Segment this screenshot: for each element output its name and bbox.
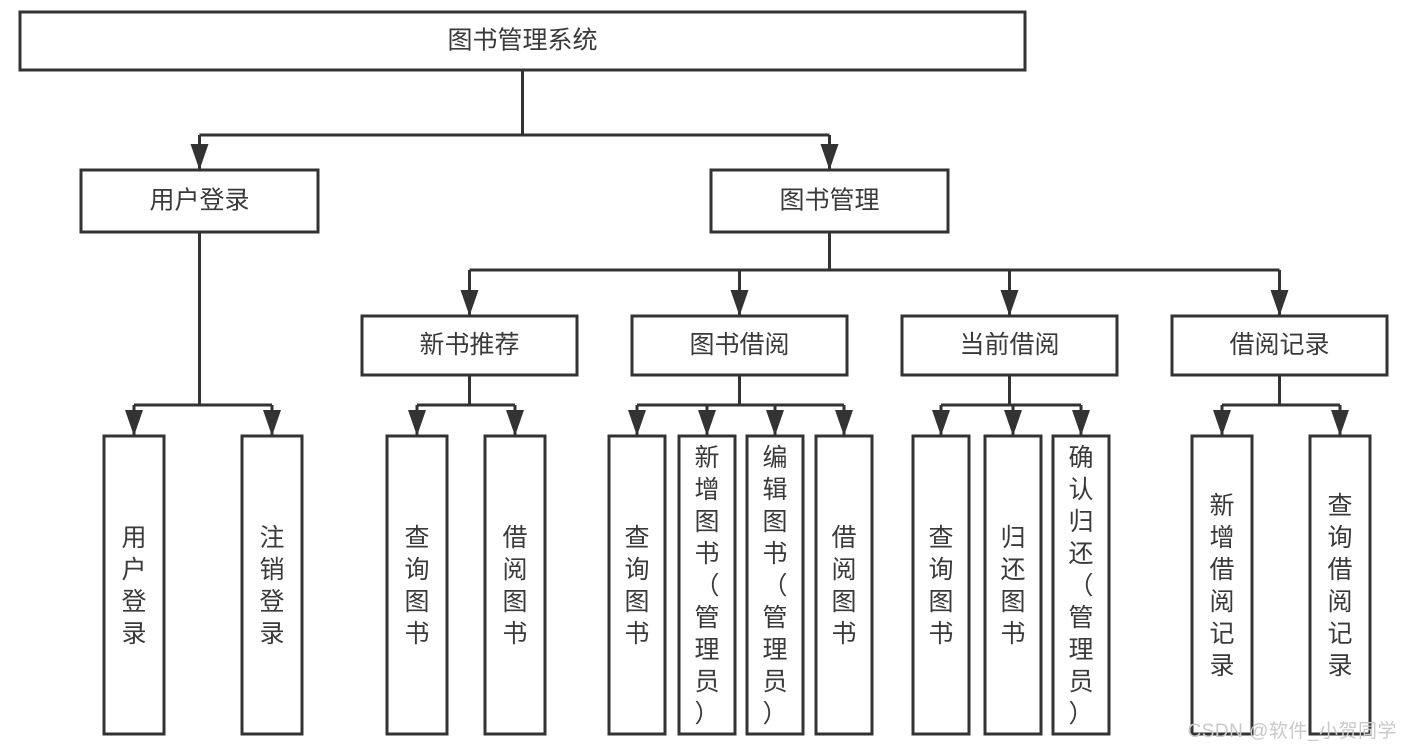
node-leaf-cur-return-book[interactable]: 归还图书 — [983, 434, 1043, 736]
node-leaf-rec-query-book[interactable]: 查询图书 — [385, 434, 449, 736]
node-root[interactable]: 图书管理系统 — [18, 10, 1027, 72]
arrow-head-icon — [506, 410, 524, 436]
connector-group-borrow-record — [1213, 375, 1349, 436]
node-label: 新增图书（管理员） — [694, 444, 719, 728]
arrow-head-icon — [408, 410, 426, 436]
node-box — [677, 434, 737, 736]
node-leaf-rec-query-record[interactable]: 查询借阅记录 — [1308, 434, 1372, 736]
node-label: 查询图书 — [404, 524, 429, 648]
node-label: 图书管理系统 — [447, 27, 597, 55]
node-label: 用户登录 — [121, 524, 146, 648]
nodes-layer: 图书管理系统用户登录图书管理新书推荐图书借阅当前借阅借阅记录用户登录注销登录查询… — [18, 10, 1389, 736]
arrow-head-icon — [460, 290, 479, 316]
node-borrow-record[interactable]: 借阅记录 — [1170, 314, 1389, 377]
node-book-manage[interactable]: 图书管理 — [709, 168, 950, 234]
node-current-borrow[interactable]: 当前借阅 — [900, 314, 1119, 377]
node-box — [18, 10, 1027, 72]
node-label: 当前借阅 — [959, 331, 1059, 359]
arrow-head-icon — [835, 410, 853, 436]
arrow-head-icon — [1213, 410, 1231, 436]
connector-group-book-manage — [460, 232, 1289, 316]
connector-group-user-login — [125, 232, 281, 436]
node-label: 图书借阅 — [689, 331, 789, 359]
node-label: 查询图书 — [928, 524, 953, 648]
node-box — [79, 168, 320, 234]
node-leaf-borrow-query-book[interactable]: 查询图书 — [607, 434, 667, 736]
arrow-head-icon — [698, 410, 716, 436]
node-leaf-cur-query-book[interactable]: 查询图书 — [911, 434, 971, 736]
node-box — [385, 434, 449, 736]
arrow-head-icon — [1004, 410, 1022, 436]
node-label: 确认归还（管理员） — [1068, 444, 1093, 728]
node-leaf-rec-borrow-book[interactable]: 借阅图书 — [483, 434, 547, 736]
arrow-head-icon — [1270, 290, 1289, 316]
node-box — [900, 314, 1119, 377]
node-box — [240, 434, 304, 736]
node-leaf-borrow-borrow-book[interactable]: 借阅图书 — [814, 434, 874, 736]
connector-group-current-borrow — [932, 375, 1090, 436]
node-box — [814, 434, 874, 736]
node-label: 借阅图书 — [831, 524, 856, 648]
node-leaf-cur-confirm-return[interactable]: 确认归还（管理员） — [1051, 434, 1111, 736]
arrow-head-icon — [1331, 410, 1349, 436]
node-label: 查询借阅记录 — [1327, 492, 1352, 680]
node-box — [1308, 434, 1372, 736]
node-box — [360, 314, 579, 377]
node-label: 图书管理 — [779, 187, 879, 215]
node-leaf-user-logout[interactable]: 注销登录 — [240, 434, 304, 736]
node-label: 新增借阅记录 — [1209, 492, 1234, 680]
node-box — [983, 434, 1043, 736]
node-leaf-user-login[interactable]: 用户登录 — [102, 434, 166, 736]
node-user-login[interactable]: 用户登录 — [79, 168, 320, 234]
arrow-head-icon — [1072, 410, 1090, 436]
node-box — [709, 168, 950, 234]
node-label: 编辑图书（管理员） — [762, 444, 787, 728]
connections-layer — [125, 70, 1349, 436]
connector-group-book-borrow — [628, 375, 853, 436]
arrow-head-icon — [628, 410, 646, 436]
csdn-watermark: CSDN @软件_小贺同学 — [1187, 721, 1397, 742]
arrow-head-icon — [190, 144, 209, 170]
node-box — [1170, 314, 1389, 377]
node-box — [630, 314, 849, 377]
node-box — [745, 434, 805, 736]
connector-group-new-book-rec — [408, 375, 524, 436]
node-book-borrow[interactable]: 图书借阅 — [630, 314, 849, 377]
node-box — [483, 434, 547, 736]
node-leaf-borrow-add-book[interactable]: 新增图书（管理员） — [677, 434, 737, 736]
node-box — [1190, 434, 1254, 736]
node-new-book-rec[interactable]: 新书推荐 — [360, 314, 579, 377]
arrow-head-icon — [932, 410, 950, 436]
arrow-head-icon — [730, 290, 749, 316]
connector-group-root — [190, 70, 839, 170]
node-label: 借阅图书 — [502, 524, 527, 648]
node-label: 借阅记录 — [1229, 331, 1329, 359]
node-box — [607, 434, 667, 736]
node-leaf-borrow-edit-book[interactable]: 编辑图书（管理员） — [745, 434, 805, 736]
node-box — [911, 434, 971, 736]
node-label: 查询图书 — [624, 524, 649, 648]
node-label: 用户登录 — [149, 187, 249, 215]
node-label: 新书推荐 — [419, 331, 519, 359]
node-leaf-rec-add-record[interactable]: 新增借阅记录 — [1190, 434, 1254, 736]
arrow-head-icon — [125, 410, 143, 436]
node-box — [1051, 434, 1111, 736]
node-box — [102, 434, 166, 736]
arrow-head-icon — [263, 410, 281, 436]
arrow-head-icon — [820, 144, 839, 170]
arrow-head-icon — [1000, 290, 1019, 316]
node-label: 归还图书 — [1000, 524, 1025, 648]
node-label: 注销登录 — [259, 524, 284, 648]
arrow-head-icon — [766, 410, 784, 436]
